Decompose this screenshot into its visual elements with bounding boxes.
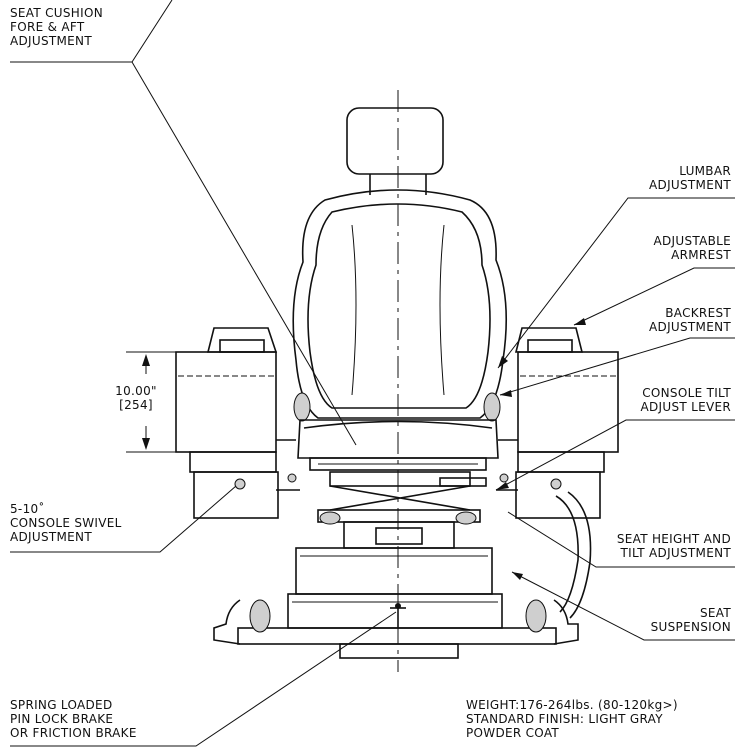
spec-notes: WEIGHT:176-264lbs. (80-120kg>) STANDARD … <box>466 698 678 740</box>
label-line: SEAT <box>699 606 731 620</box>
label-line: OR FRICTION BRAKE <box>10 726 137 740</box>
seat-cushion <box>297 419 499 471</box>
spec-line: STANDARD FINISH: LIGHT GRAY <box>466 712 663 726</box>
right-console <box>496 327 619 619</box>
label-line: SEAT HEIGHT AND <box>616 532 731 546</box>
label-line: TILT ADJUSTMENT <box>620 546 731 560</box>
label-armrest: ADJUSTABLE ARMREST <box>654 234 732 262</box>
spec-line: WEIGHT:176-264lbs. (80-120kg>) <box>466 698 678 712</box>
leader-lines <box>10 0 735 747</box>
label-line: BACKREST <box>665 306 731 320</box>
dimension-label: 10.00" [254] <box>106 384 166 412</box>
label-console-swivel: 5-10˚ CONSOLE SWIVEL ADJUSTMENT <box>10 502 122 544</box>
label-line: SPRING LOADED <box>10 698 113 712</box>
label-seat-height: SEAT HEIGHT AND TILT ADJUSTMENT <box>617 532 731 560</box>
backrest <box>292 189 508 422</box>
label-line: ADJUSTMENT <box>10 34 92 48</box>
label-line: CONSOLE SWIVEL <box>10 516 122 530</box>
label-backrest: BACKREST ADJUSTMENT <box>649 306 731 334</box>
height-tilt-mechanism <box>317 471 487 525</box>
label-line: 5-10˚ <box>10 502 45 516</box>
label-line: SUSPENSION <box>650 620 731 634</box>
label-lumbar: LUMBAR ADJUSTMENT <box>649 164 731 192</box>
label-line: ARMREST <box>671 248 731 262</box>
dimension-value: 10.00" <box>115 384 157 398</box>
left-console <box>175 327 300 519</box>
label-console-tilt: CONSOLE TILT ADJUST LEVER <box>640 386 731 414</box>
label-line: ADJUSTMENT <box>10 530 92 544</box>
label-line: ADJUSTABLE <box>653 234 731 248</box>
label-line: ADJUSTMENT <box>649 320 731 334</box>
label-line: FORE & AFT <box>10 20 85 34</box>
label-line: ADJUST LEVER <box>640 400 731 414</box>
label-brake: SPRING LOADED PIN LOCK BRAKE OR FRICTION… <box>10 698 137 740</box>
dimension-metric: [254] <box>119 398 153 412</box>
swivel-base <box>213 593 579 659</box>
label-line: SEAT CUSHION <box>10 6 103 20</box>
seat-suspension <box>295 521 493 595</box>
label-line: LUMBAR <box>679 164 731 178</box>
spec-line: POWDER COAT <box>466 726 560 740</box>
height-dimension <box>126 351 176 453</box>
label-seat-cushion: SEAT CUSHION FORE & AFT ADJUSTMENT <box>10 6 103 48</box>
label-line: PIN LOCK BRAKE <box>10 712 114 726</box>
label-line: ADJUSTMENT <box>649 178 731 192</box>
label-line: CONSOLE TILT <box>642 386 731 400</box>
label-suspension: SEAT SUSPENSION <box>651 606 731 634</box>
headrest <box>346 107 444 195</box>
